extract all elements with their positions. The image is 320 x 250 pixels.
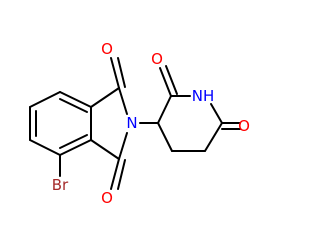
bond-nh-c6 <box>210 103 223 124</box>
bond-carbonyl-top <box>110 57 120 89</box>
bond-ring-c7-c7a <box>59 139 92 156</box>
bond-ring-c6-c7 <box>29 139 61 156</box>
bond-c2-o-double <box>165 65 178 95</box>
bond-c3-c2 <box>157 95 172 124</box>
atom-o-piperidine-right: O <box>238 117 250 135</box>
bond-carbonyl-top-double <box>117 57 126 88</box>
bond-ring-c7-c7a-double <box>59 134 88 149</box>
bond-ring-c3a-c4-double <box>59 98 88 113</box>
bond-c2-o <box>159 67 172 97</box>
piperidine-ring <box>157 65 241 152</box>
bond-ring-c3a-c4 <box>59 91 92 108</box>
atom-o-top: O <box>101 40 113 58</box>
atom-n-imide: N <box>126 114 137 132</box>
atom-o-bottom: O <box>101 189 113 207</box>
bond-c4-c3 <box>157 122 173 152</box>
bond-ring-c4-c5 <box>29 91 61 108</box>
molecule-diagram: O O N NH O O Br <box>29 40 250 207</box>
bond-carbonyl-bottom <box>110 158 120 190</box>
atom-nh: NH <box>192 87 215 105</box>
bond-carbonyl-top-n <box>118 87 128 115</box>
bond-c7a-carbonyl-bottom <box>90 139 120 160</box>
bond-c6-c5 <box>204 122 223 152</box>
bond-carbonyl-bottom-n <box>118 132 128 160</box>
bond-carbonyl-bottom-double <box>117 159 126 190</box>
atom-o-piperidine-left: O <box>151 50 163 68</box>
benzene-ring <box>29 91 92 156</box>
bond-c3a-carbonyl-top <box>90 87 120 108</box>
atom-br: Br <box>52 176 69 194</box>
imide-ring <box>90 57 128 190</box>
